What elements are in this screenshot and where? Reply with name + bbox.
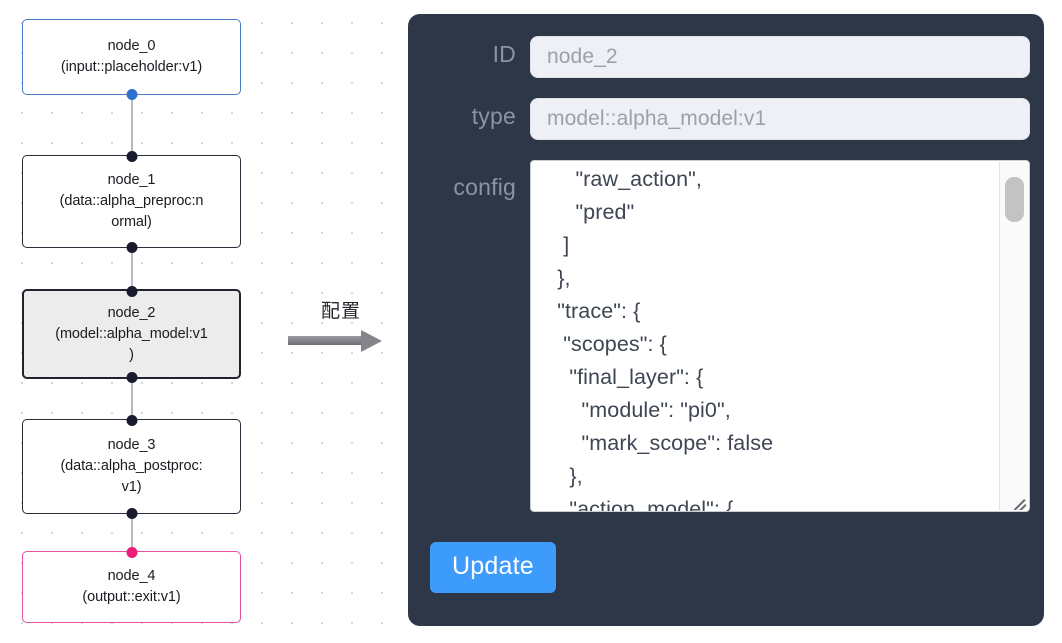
config-textarea-content[interactable]: "raw_action", "pred" ] }, "trace": { "sc… bbox=[557, 167, 774, 511]
graph-canvas[interactable]: node_0 (input::placeholder:v1) node_1 (d… bbox=[0, 0, 400, 643]
config-textarea-scrollbar[interactable] bbox=[999, 162, 1028, 510]
graph-node-label: node_4 (output::exit:v1) bbox=[82, 568, 181, 605]
type-field-label: type bbox=[471, 103, 516, 129]
node-handle-top[interactable] bbox=[126, 414, 137, 426]
edge-node1-node2 bbox=[131, 248, 133, 289]
field-row-id: ID node_2 bbox=[408, 36, 1030, 78]
graph-node-node_4[interactable]: node_4 (output::exit:v1) bbox=[22, 546, 241, 623]
graph-node-label: node_1 (data::alpha_preproc:n ormal) bbox=[59, 172, 204, 230]
node-handle-bottom[interactable] bbox=[126, 241, 137, 253]
graph-node-node_3[interactable]: node_3 (data::alpha_postproc: v1) bbox=[22, 414, 241, 519]
graph-node-label: node_3 (data::alpha_postproc: v1) bbox=[60, 437, 203, 495]
config-field-label: config bbox=[453, 174, 516, 200]
type-input[interactable]: model::alpha_model:v1 bbox=[530, 98, 1030, 140]
node-handle-top[interactable] bbox=[126, 150, 137, 162]
id-input[interactable]: node_2 bbox=[530, 36, 1030, 78]
node-handle-top[interactable] bbox=[126, 285, 137, 297]
edge-node2-node3 bbox=[131, 379, 133, 419]
transition-annotation: 配置 bbox=[288, 296, 394, 358]
scrollbar-thumb[interactable] bbox=[1005, 177, 1024, 222]
field-row-type: type model::alpha_model:v1 bbox=[408, 98, 1030, 140]
id-field-label: ID bbox=[492, 41, 516, 67]
field-row-config: config "raw_action", "pred" ] }, "trace"… bbox=[408, 160, 1030, 512]
node-handle-bottom[interactable] bbox=[126, 371, 137, 383]
graph-node-node_0[interactable]: node_0 (input::placeholder:v1) bbox=[22, 19, 241, 100]
graph-node-label: node_2 (model::alpha_model:v1 ) bbox=[55, 304, 208, 363]
arrow-right-icon bbox=[288, 330, 394, 352]
graph-node-label: node_0 (input::placeholder:v1) bbox=[60, 38, 203, 75]
arrow-shaft bbox=[288, 336, 363, 345]
edge-node3-node4 bbox=[131, 514, 133, 551]
node-config-panel: ID node_2 type model::alpha_model:v1 con… bbox=[408, 14, 1044, 626]
node-handle-top[interactable] bbox=[126, 546, 137, 558]
arrow-head bbox=[361, 330, 382, 352]
graph-node-node_2[interactable]: node_2 (model::alpha_model:v1 ) bbox=[22, 285, 241, 383]
resize-handle-icon[interactable] bbox=[1011, 494, 1027, 510]
update-button[interactable]: Update bbox=[430, 542, 556, 593]
node-handle-bottom[interactable] bbox=[126, 507, 137, 519]
transition-caption: 配置 bbox=[320, 300, 361, 322]
edge-node0-node1 bbox=[131, 95, 133, 155]
node-handle-bottom[interactable] bbox=[126, 88, 137, 100]
graph-node-node_1[interactable]: node_1 (data::alpha_preproc:n ormal) bbox=[22, 150, 241, 253]
config-textarea[interactable]: "raw_action", "pred" ] }, "trace": { "sc… bbox=[530, 160, 1030, 512]
